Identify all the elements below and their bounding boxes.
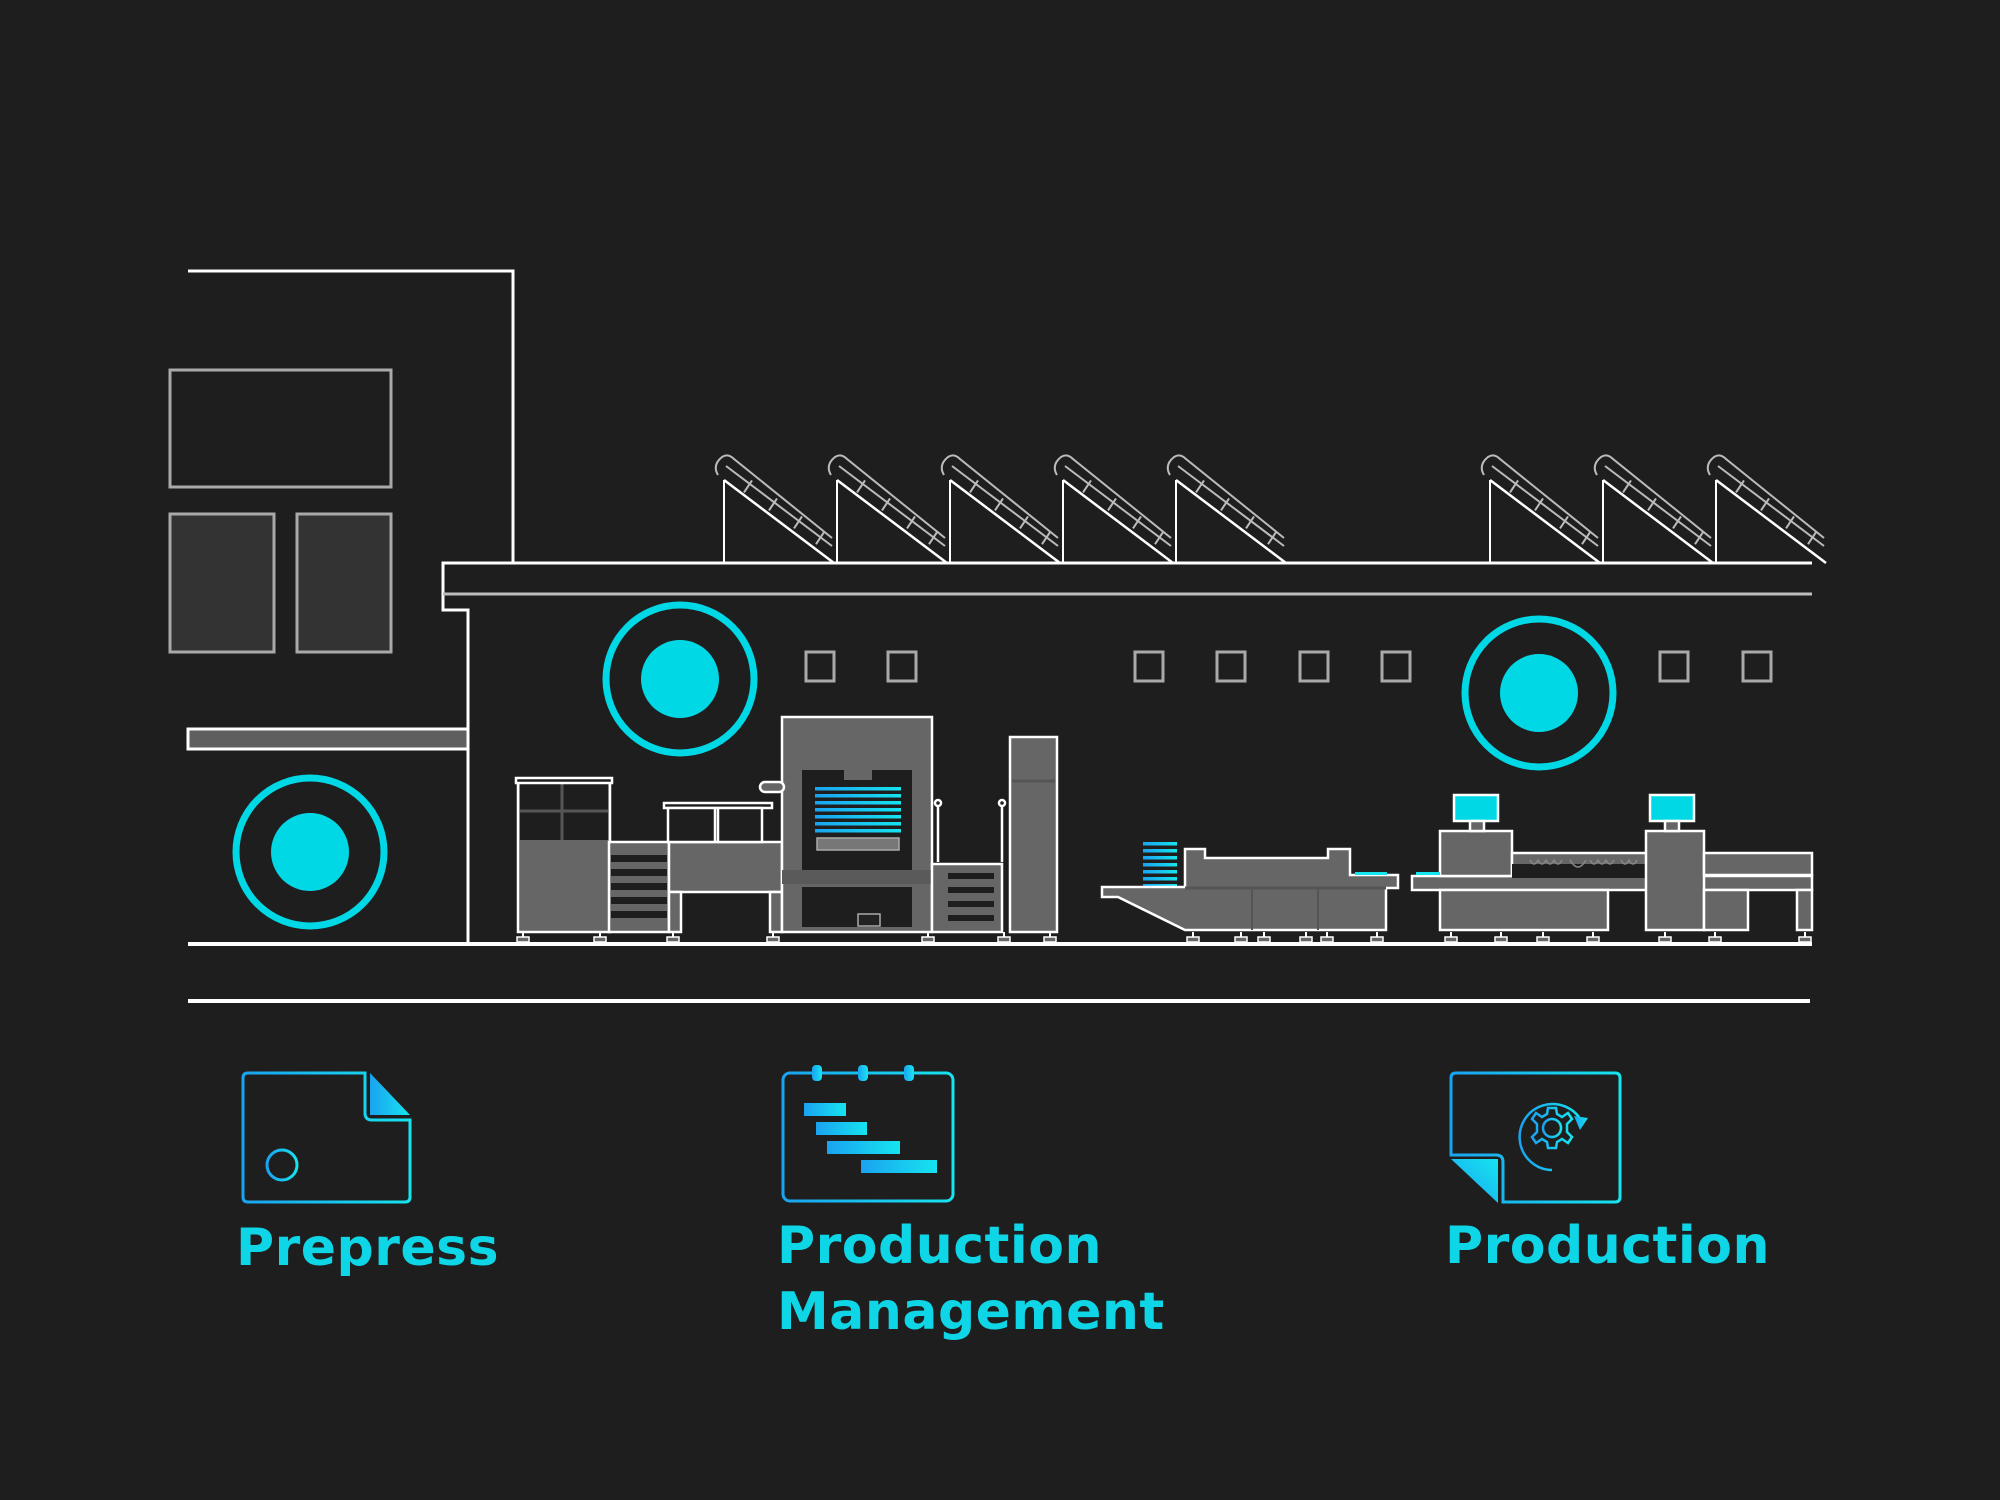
factory-roof-edge [441, 561, 1812, 943]
machine-foot [593, 936, 607, 943]
office-window-wide [168, 368, 393, 489]
solar-panel [1053, 454, 1174, 564]
office-window-right [295, 512, 393, 654]
machine-foot [1257, 936, 1271, 943]
office-building [168, 269, 515, 930]
machine-foot [1798, 936, 1812, 943]
machine-foot [1444, 936, 1458, 943]
monitor-screen [1648, 793, 1696, 823]
hall-window [886, 650, 918, 683]
hall-window [804, 650, 836, 683]
office-canopy [186, 727, 470, 751]
paper-sheet [815, 801, 901, 805]
paper-sheet [1143, 849, 1177, 853]
document-crosshair-icon [241, 1071, 412, 1204]
prepress-machine-line [514, 715, 1059, 934]
machine-foot [1658, 936, 1672, 943]
location-ring-prepress [232, 774, 388, 930]
paper-sheet [815, 808, 901, 812]
production-machine-line [1410, 793, 1814, 932]
hall-window [1133, 650, 1165, 683]
factory-hall [188, 561, 1812, 1003]
paper-sheet [1143, 863, 1177, 867]
machine-foot [516, 936, 530, 943]
machine-foot [1536, 936, 1550, 943]
machine-foot [766, 936, 780, 943]
machine-foot [666, 936, 680, 943]
machine-foot [1494, 936, 1508, 943]
monitor-screen [1452, 793, 1500, 823]
gantt-calendar-icon [781, 1065, 955, 1203]
solar-panel [714, 454, 835, 564]
paper-sheet [815, 829, 901, 833]
solar-panel [1480, 454, 1601, 564]
machine-foot [1370, 936, 1384, 943]
location-marker-management [602, 601, 758, 757]
solar-panel [1593, 454, 1714, 564]
machine-foot [997, 936, 1011, 943]
hall-window [1215, 650, 1247, 683]
machine-foot [1708, 936, 1722, 943]
location-dot-prepress [271, 813, 349, 891]
machine-foot [1320, 936, 1334, 943]
machine-foot [1234, 936, 1248, 943]
stage-label-line-1: Production [777, 1216, 1102, 1276]
hall-window [1298, 650, 1330, 683]
paper-sheet [815, 794, 901, 798]
solar-panel [1706, 454, 1827, 564]
solar-panels [714, 454, 1827, 564]
stage-label-prepress: Prepress [236, 1218, 500, 1278]
stage-label-production: Production [1445, 1216, 1770, 1276]
paper-sheet [815, 787, 901, 791]
machine-feet [516, 932, 1812, 943]
hall-window [1741, 650, 1773, 683]
hall-window [1658, 650, 1690, 683]
machine-foot [1586, 936, 1600, 943]
paper-sheet [1143, 856, 1177, 860]
paper-sheet [815, 822, 901, 826]
stage-label-line-2: Management [777, 1282, 1165, 1342]
machine-foot [1043, 936, 1057, 943]
paper-sheet [1143, 870, 1177, 874]
office-outline [188, 269, 515, 563]
solar-panel [827, 454, 948, 564]
machine-foot [1186, 936, 1200, 943]
document-gear-cycle-icon [1449, 1071, 1622, 1204]
office-window-left [168, 512, 276, 654]
production-machine-folder [1100, 842, 1400, 932]
solar-panel [940, 454, 1061, 564]
paper-sheet [1143, 877, 1177, 881]
solar-panel [1166, 454, 1287, 564]
machine-foot [1299, 936, 1313, 943]
hall-windows [804, 650, 1773, 683]
paper-sheet [1143, 842, 1177, 846]
location-marker-production [1461, 615, 1617, 771]
stage-label-production-management: Production Management [777, 1213, 1237, 1345]
hall-window [1380, 650, 1412, 683]
machine-foot [921, 936, 935, 943]
paper-sheet [815, 815, 901, 819]
